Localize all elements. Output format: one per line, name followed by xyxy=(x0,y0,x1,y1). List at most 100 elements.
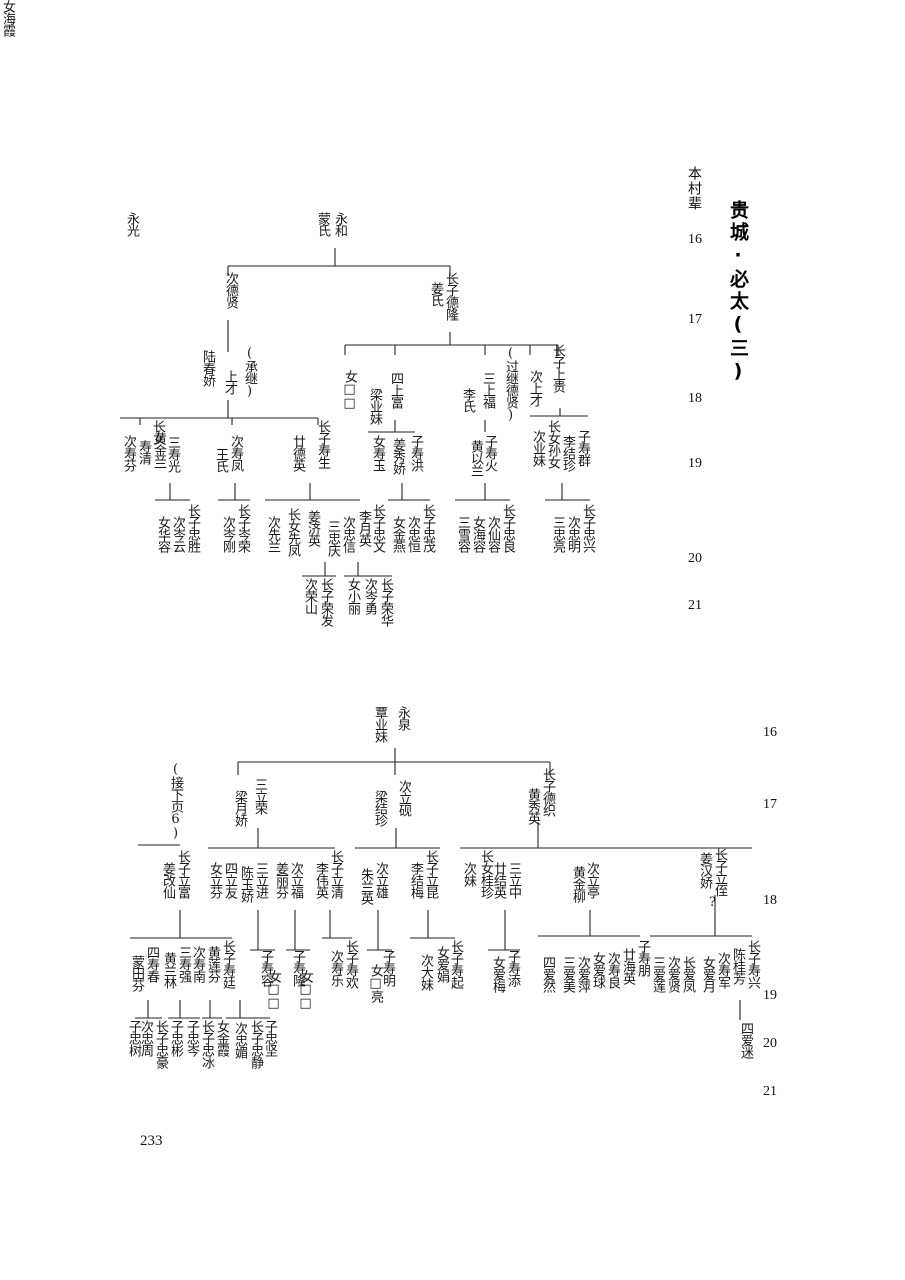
bottom-tree-person-32: 长子寿廷 xyxy=(220,940,235,988)
top-tree-person-41: 三雪容 xyxy=(455,516,470,552)
bottom-tree-person-9: 长子立富 xyxy=(175,850,190,898)
bottom-tree-person-41: 子寿隆 xyxy=(290,950,305,986)
bottom-tree-person-48: 子寿明 xyxy=(380,950,395,986)
bottom-tree-person-43: 子寿容 xyxy=(258,950,273,986)
bottom-tree-person-34: 次寿南 xyxy=(190,946,205,982)
top-tree-person-4: 姜氏 xyxy=(428,282,443,306)
top-tree-person-28: 次寿凤 xyxy=(228,435,243,471)
bottom-tree-person-35: 三寿强 xyxy=(176,946,191,982)
top-tree-person-32: 寿清 xyxy=(136,440,151,464)
bottom-tree-person-39: 长子寿欢 xyxy=(343,940,358,988)
bottom-tree-person-16: 陈玉娇 xyxy=(238,866,253,902)
top-tree-person-36: 次忠明 xyxy=(565,516,580,552)
bottom-tree-person-23: 长女桂珍 xyxy=(478,850,493,898)
bottom-tree-person-7: 梁月娇 xyxy=(232,790,247,826)
top-tree-person-25: 女寿玉 xyxy=(370,435,385,471)
bottom-tree-person-77: 女海霞 xyxy=(0,0,15,36)
top-tree-person-59: 女小丽 xyxy=(345,578,360,614)
bottom-tree-person-14: 姜丽芬 xyxy=(273,862,288,898)
bottom-tree-person-66: 四爱迷 xyxy=(738,1022,753,1058)
top-tree-person-30: 长女 xyxy=(150,420,165,444)
top-tree-person-13: 女□□ xyxy=(342,370,357,410)
bottom-tree-person-36: 黄兰林 xyxy=(161,952,176,988)
top-tree-person-5: 次德贤 xyxy=(223,272,238,308)
top-tree-person-29: 王氏 xyxy=(213,448,228,472)
top-tree-person-31: 次寿芬 xyxy=(121,435,136,471)
bottom-tree-person-4: 次立砚 xyxy=(396,780,411,816)
bottom-tree-person-24: 次妹 xyxy=(461,862,476,886)
bottom-tree-person-51: 女爱梅 xyxy=(490,956,505,992)
top-tree-person-52: 长子岑荣 xyxy=(235,504,250,552)
bottom-tree-person-46: 女爱娟 xyxy=(434,946,449,982)
bottom-tree-person-55: 女爱球 xyxy=(590,952,605,988)
bottom-tree-person-25: 三立中 xyxy=(506,862,521,898)
bottom-tree-person-71: 长子忠冰 xyxy=(199,1020,214,1068)
top-tree-person-35: 长子忠兴 xyxy=(580,504,595,552)
bottom-tree-person-74: 长子忠豪 xyxy=(153,1020,168,1068)
bottom-tree-person-5: 梁结珍 xyxy=(372,790,387,826)
top-tree-person-46: 李月英 xyxy=(356,510,371,546)
bottom-tree-person-31: ? xyxy=(705,895,720,909)
top-tree-person-60: 长子荣发 xyxy=(318,578,333,626)
bottom-tree-person-50: 子寿添 xyxy=(505,950,520,986)
generation-number-top-1: 17 xyxy=(688,312,702,327)
bottom-tree-person-44: 女□□ xyxy=(266,970,281,1010)
bottom-tree-person-1: 覃业妹 xyxy=(372,706,387,742)
bottom-tree-person-17: 四立友 xyxy=(222,862,237,898)
top-tree-person-51: 次先兰 xyxy=(265,516,280,552)
bottom-tree-person-3: 黄秀英 xyxy=(525,788,540,824)
bottom-tree-person-61: 次寿军 xyxy=(715,952,730,988)
generation-number-top-4: 20 xyxy=(688,551,702,566)
generation-header: 本村辈 xyxy=(686,166,702,211)
bottom-tree-person-70: 女金霞 xyxy=(214,1020,229,1056)
top-tree-person-38: 长子忠良 xyxy=(500,504,515,552)
generation-number-bottom-5: 21 xyxy=(763,1084,777,1099)
top-tree-person-49: 姜济英 xyxy=(305,510,320,546)
top-tree-person-22: 黄以兰 xyxy=(468,440,483,476)
bottom-tree-person-59: 长子寿兴 xyxy=(745,940,760,988)
bottom-tree-person-72: 子忠岑 xyxy=(184,1020,199,1056)
top-tree-person-21: 子寿火 xyxy=(482,435,497,471)
bottom-tree-person-58: 四爱然 xyxy=(540,956,555,992)
top-tree-person-19: 长女孙女 xyxy=(545,420,560,468)
top-tree-person-37: 三忠亮 xyxy=(550,516,565,552)
page-number: 233 xyxy=(140,1133,163,1149)
bottom-tree-person-10: 姜改仙 xyxy=(160,862,175,898)
top-tree-person-48: 三忠庆 xyxy=(325,520,340,556)
bottom-tree-person-33: 黄莲芬 xyxy=(205,946,220,982)
bottom-tree-person-45: 长子寿起 xyxy=(448,940,463,988)
top-tree-person-14: (承继) xyxy=(242,346,257,398)
top-tree-person-10: 李氏 xyxy=(460,388,475,412)
bottom-tree-person-13: 次立福 xyxy=(288,862,303,898)
top-tree-person-61: 次荣山 xyxy=(302,578,317,614)
bottom-tree-person-47: 次大妹 xyxy=(418,954,433,990)
bottom-tree-person-56: 次爱萍 xyxy=(575,956,590,992)
generation-number-bottom-3: 19 xyxy=(763,988,777,1003)
bottom-tree-person-69: 次忠媚 xyxy=(232,1022,247,1058)
top-tree-person-17: 子寿群 xyxy=(575,430,590,466)
top-tree-person-47: 次忠信 xyxy=(340,516,355,552)
top-tree-person-56: 女华容 xyxy=(155,516,170,552)
top-tree-person-8: (过继德贤) xyxy=(503,346,518,422)
top-tree-person-34: 黄金兰 xyxy=(151,432,166,468)
top-tree-person-0: 永光 xyxy=(124,212,139,236)
bottom-tree-person-18: 女立芬 xyxy=(207,862,222,898)
bottom-tree-person-30: 姜汉娇 xyxy=(697,852,712,888)
top-tree-person-18: 李结珍 xyxy=(560,435,575,471)
generation-number-bottom-2: 18 xyxy=(763,893,777,908)
top-tree-person-43: 次忠恒 xyxy=(405,516,420,552)
bottom-tree-person-6: 三立荣 xyxy=(252,778,267,814)
bottom-tree-person-65: 三爱莲 xyxy=(650,956,665,992)
top-tree-person-58: 次岑勇 xyxy=(362,578,377,614)
top-tree-person-11: 四上富 xyxy=(388,372,403,408)
top-tree-person-24: 姜秀娇 xyxy=(390,438,405,474)
bottom-tree-person-22: 朱兰英 xyxy=(358,868,373,904)
bottom-tree-person-52: 子寿朋 xyxy=(635,940,650,976)
bottom-tree-person-76: 子忠树 xyxy=(126,1020,141,1056)
bottom-tree-person-54: 次寿良 xyxy=(605,952,620,988)
top-tree-person-20: 次业妹 xyxy=(530,430,545,466)
bottom-tree-person-0: 永泉 xyxy=(395,706,410,730)
generation-number-bottom-1: 17 xyxy=(763,797,777,812)
